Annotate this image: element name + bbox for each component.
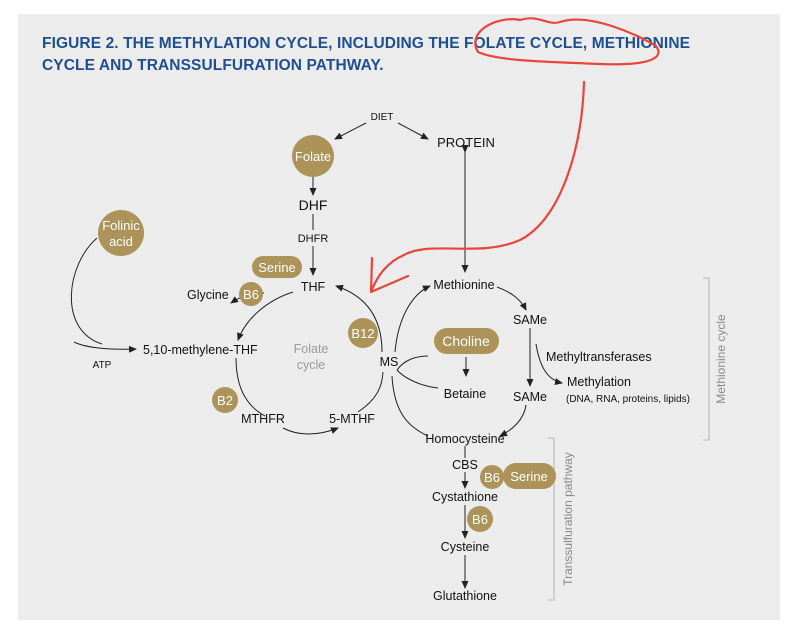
b6-cbs-nutrient-circle (480, 465, 504, 489)
homocysteine-label: Homocysteine (425, 432, 504, 446)
methylation-targets-label: (DNA, RNA, proteins, lipids) (566, 394, 690, 405)
methionine-to-same-arrow (496, 286, 527, 311)
methionine-cycle-bracket (703, 277, 710, 441)
serine-cbs-nutrient-label: Serine (510, 469, 548, 484)
transsulfuration-bracket (548, 437, 555, 601)
b6-cbs-nutrient-label: B6 (484, 470, 500, 485)
methylene-thf-to-mthfr-arc (235, 357, 266, 417)
cbs-label: CBS (452, 458, 478, 472)
annotation-arrow-head (369, 256, 410, 294)
transsulfuration-side-label: Transsulfuration pathway (561, 452, 575, 586)
methionine-label: Methionine (433, 278, 494, 292)
folinic-nutrient-label-2: acid (109, 234, 133, 249)
methyltransferases-label: Methyltransferases (546, 350, 652, 364)
diet-to-folate-arrow (334, 122, 367, 140)
methyltransferases-to-methylation-arrow (535, 343, 563, 385)
folinic-nutrient-label-1: Folinic (102, 218, 140, 233)
b6-glycine-nutrient-label: B6 (243, 287, 259, 302)
methylene-thf-label: 5,10-methylene-THF (143, 343, 258, 357)
figure-panel (18, 14, 780, 620)
b6-cysteine-nutrient-label: B6 (472, 512, 488, 527)
folate-nutrient-circle (292, 135, 334, 177)
folate-nutrient-label: Folate (295, 149, 331, 164)
b12-nutrient-circle (348, 318, 378, 348)
thf-label: THF (301, 280, 326, 294)
mthfr-to-5mthf-arrow (282, 427, 339, 435)
betaine-label: Betaine (444, 387, 486, 401)
homocysteine-to-ms-arc (391, 375, 429, 437)
figure-title-line-2: CYCLE AND TRANSSULFURATION PATHWAY. (42, 57, 384, 74)
ms-label: MS (380, 355, 399, 369)
serine-nutrient-pill (252, 256, 302, 278)
glycine-label: Glycine (187, 288, 229, 302)
cystathione-label: Cystathione (432, 490, 498, 504)
serine-cbs-nutrient-pill (503, 463, 556, 489)
betaine-to-ms-curve (396, 369, 439, 389)
folate-cycle-label-2: cycle (297, 358, 326, 372)
atp-label: ATP (93, 360, 112, 371)
choline-nutrient-label: Choline (442, 333, 490, 349)
ms-to-methionine-arc (394, 285, 431, 353)
annotation-circle (474, 17, 660, 66)
diet-to-protein-arrow (397, 122, 429, 140)
dhf-label: DHF (299, 197, 328, 213)
dhfr-label: DHFR (298, 233, 329, 245)
glutathione-label: Glutathione (433, 589, 497, 603)
5-mthf-label: 5-MTHF (329, 412, 375, 426)
folinic-acid-curve (70, 237, 103, 345)
folinic-acid-nutrient-circle (98, 210, 144, 256)
methionine-cycle-side-label: Methionine cycle (714, 314, 728, 404)
b2-nutrient-label: B2 (217, 393, 233, 408)
ms-betaine-curve (396, 355, 429, 371)
diet-label: DIET (371, 112, 394, 123)
choline-nutrient-pill (434, 328, 499, 354)
5mthf-to-ms-arc (357, 371, 384, 413)
b2-nutrient-circle (212, 387, 238, 413)
ms-to-thf-arc (335, 284, 383, 353)
serine-nutrient-label: Serine (258, 260, 296, 275)
b6-glycine-nutrient-circle (239, 282, 263, 306)
same-bottom-label: SAMe (513, 390, 547, 404)
protein-label: PROTEIN (437, 135, 495, 150)
methylation-label: Methylation (567, 375, 631, 389)
same-top-label: SAMe (513, 313, 547, 327)
same-to-homocysteine-arrow (499, 404, 527, 437)
atp-to-methylene-thf-arrow (73, 341, 137, 353)
thf-to-methylene-thf-arc (237, 291, 294, 341)
folate-cycle-label-1: Folate (294, 342, 329, 356)
figure-title-line-1: FIGURE 2. THE METHYLATION CYCLE, INCLUDI… (42, 35, 691, 52)
b12-nutrient-label: B12 (351, 326, 374, 341)
annotation-arrow-shaft (369, 80, 586, 294)
mthfr-label: MTHFR (241, 412, 285, 426)
b6-cysteine-nutrient-circle (467, 506, 493, 532)
cysteine-label: Cysteine (441, 540, 490, 554)
